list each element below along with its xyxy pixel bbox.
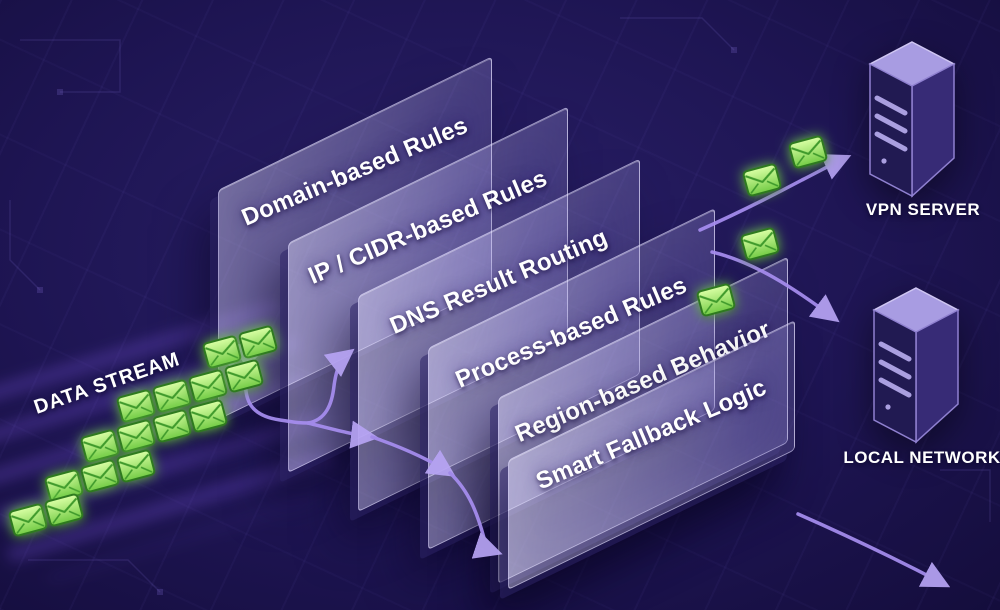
server-tower-icon xyxy=(862,40,962,200)
local-network-label: LOCAL NETWORK xyxy=(843,448,1000,467)
vpn-server-label: VPN SERVER xyxy=(865,200,981,219)
server-tower-icon xyxy=(866,286,966,446)
